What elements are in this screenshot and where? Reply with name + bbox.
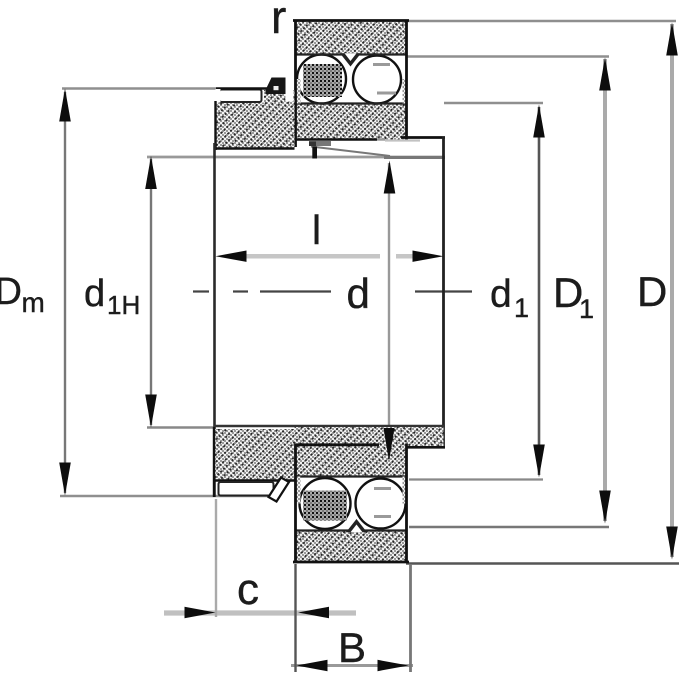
svg-text:D: D xyxy=(637,268,667,315)
svg-text:D: D xyxy=(0,271,22,313)
svg-text:1: 1 xyxy=(514,293,529,323)
svg-text:d: d xyxy=(347,270,370,317)
svg-text:d: d xyxy=(84,273,105,315)
svg-text:1: 1 xyxy=(579,294,594,324)
svg-text:d: d xyxy=(490,273,512,316)
svg-text:l: l xyxy=(312,207,321,253)
svg-text:m: m xyxy=(22,287,45,318)
svg-text:r: r xyxy=(271,0,286,43)
svg-text:1H: 1H xyxy=(107,290,140,320)
svg-text:B: B xyxy=(338,624,366,671)
svg-text:D: D xyxy=(553,269,583,316)
svg-text:c: c xyxy=(237,565,259,614)
